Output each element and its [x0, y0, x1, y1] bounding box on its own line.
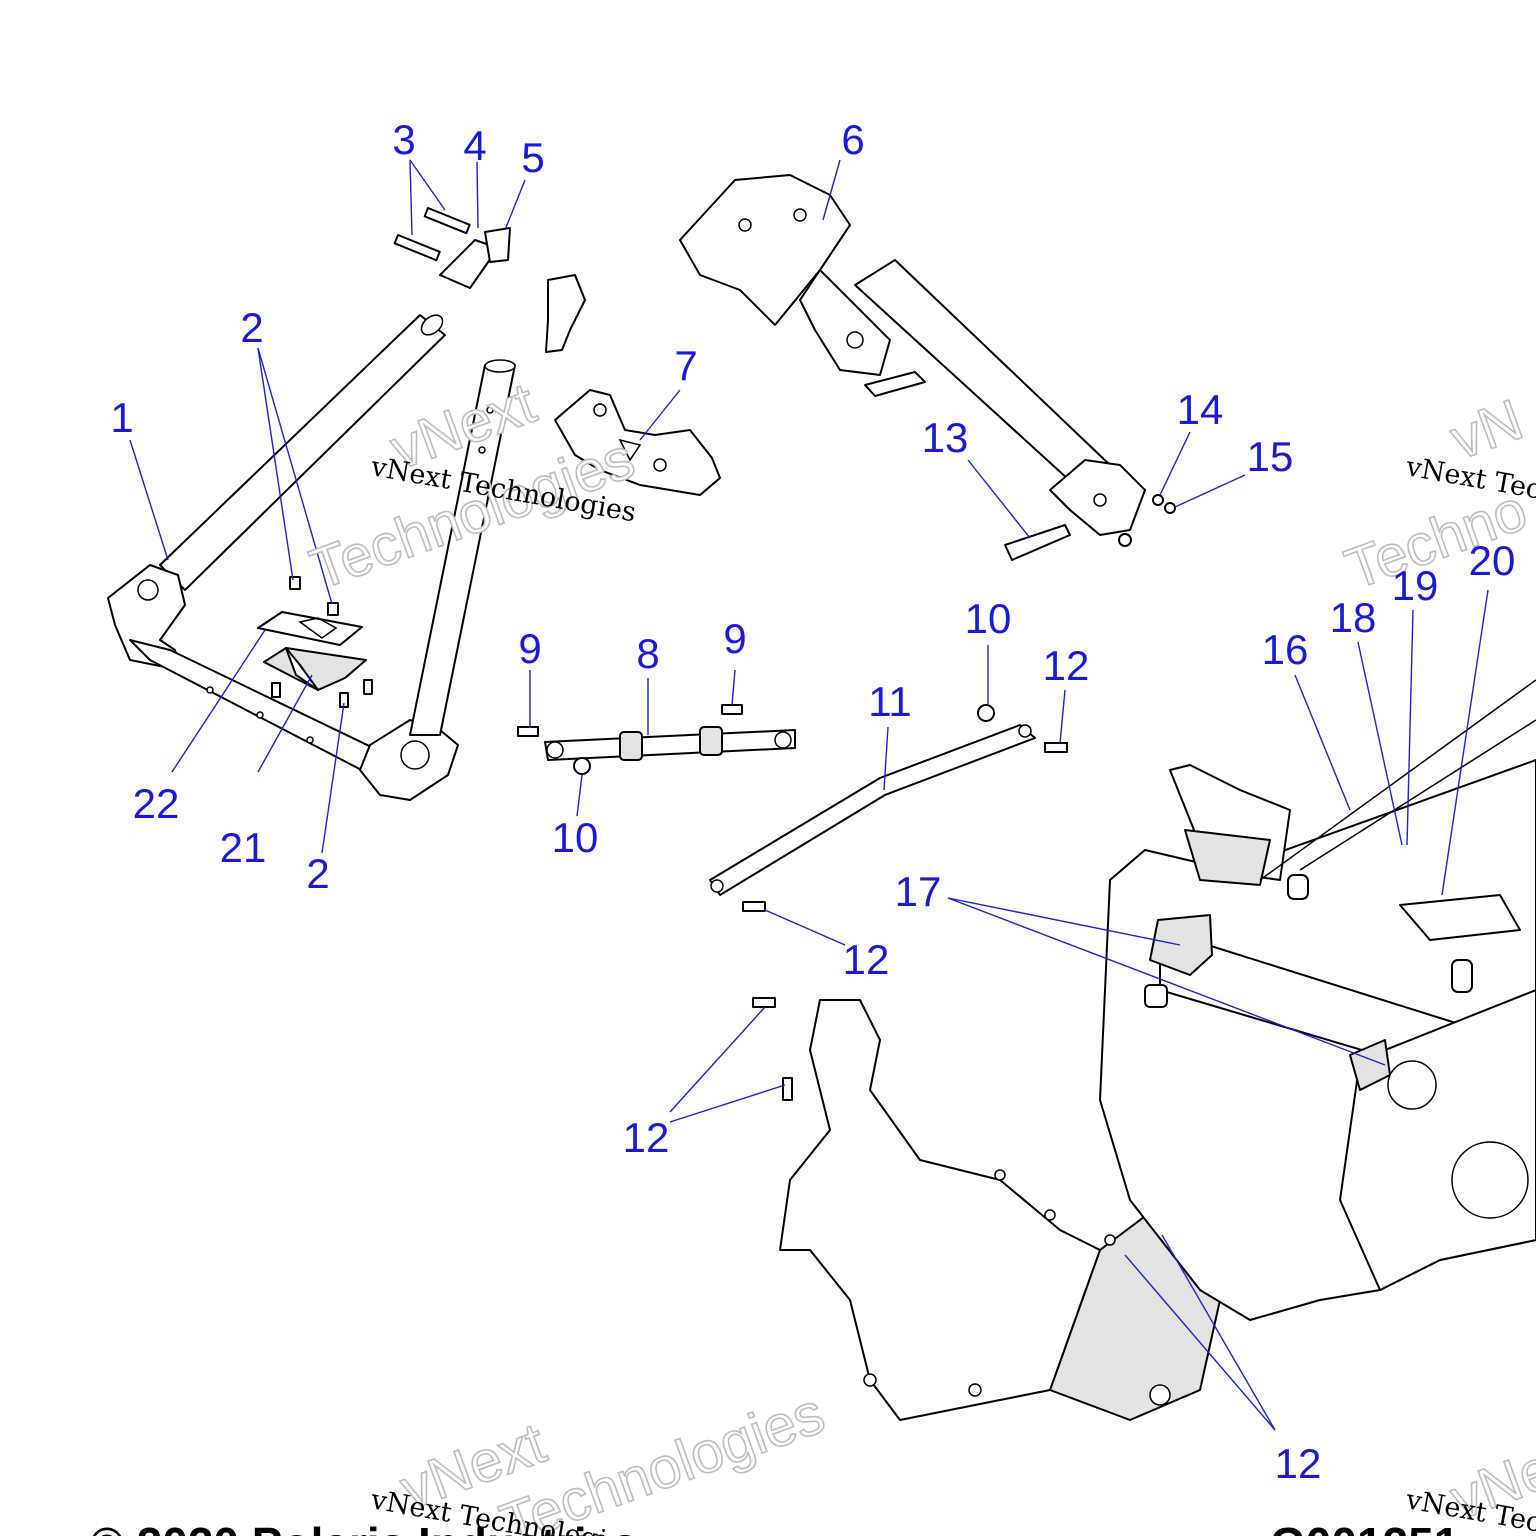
callout-18: 18	[1330, 594, 1377, 641]
callout-12: 12	[1275, 1440, 1322, 1487]
callout-1: 1	[110, 394, 133, 441]
callout-19: 19	[1392, 562, 1439, 609]
part-11-link-bar	[709, 724, 1036, 896]
part-3-bolts	[393, 207, 471, 262]
callout-17: 17	[895, 868, 942, 915]
callout-16: 16	[1262, 626, 1309, 673]
callout-8: 8	[636, 630, 659, 677]
leader-lines	[129, 159, 1489, 1431]
callout-21: 21	[220, 824, 267, 871]
callout-22: 22	[133, 780, 180, 827]
callout-2: 2	[306, 850, 329, 897]
callout-15: 15	[1247, 433, 1294, 480]
copyright-text: © 2020 Polaris Industries	[90, 1518, 638, 1536]
callout-11: 11	[868, 678, 912, 725]
part-7-bracket	[554, 389, 721, 496]
callout-9: 9	[518, 625, 541, 672]
footer: © 2020 Polaris Industries G001251	[90, 1518, 1459, 1536]
part-22-plate	[257, 611, 363, 646]
part-5-clamp-half	[484, 227, 586, 353]
callout-2: 2	[240, 304, 263, 351]
callout-10: 10	[552, 814, 599, 861]
callout-14: 14	[1177, 386, 1224, 433]
callout-5: 5	[521, 134, 544, 181]
part-diagonal-tube	[409, 359, 516, 736]
callout-9: 9	[723, 615, 746, 662]
part-10-nuts	[573, 704, 995, 775]
part-12-bolts	[742, 742, 1068, 1101]
callout-12: 12	[1043, 642, 1090, 689]
callout-13: 13	[922, 414, 969, 461]
callout-12: 12	[623, 1114, 670, 1161]
callout-4: 4	[463, 122, 486, 169]
callout-20: 20	[1469, 537, 1516, 584]
callout-12: 12	[843, 936, 890, 983]
callout-10: 10	[965, 595, 1012, 642]
part-6-cross-tube	[679, 174, 1146, 561]
part-8-rod	[544, 726, 796, 761]
callout-labels: 1 2 2 3 4 5 6 7 8 9 9 10 10 11 12 12 12 …	[110, 116, 1515, 1487]
callout-3: 3	[392, 116, 415, 163]
callout-7: 7	[674, 342, 697, 389]
part-14-15-nuts	[1118, 494, 1176, 547]
figure-code: G001251	[1270, 1518, 1459, 1536]
callout-6: 6	[841, 116, 864, 163]
